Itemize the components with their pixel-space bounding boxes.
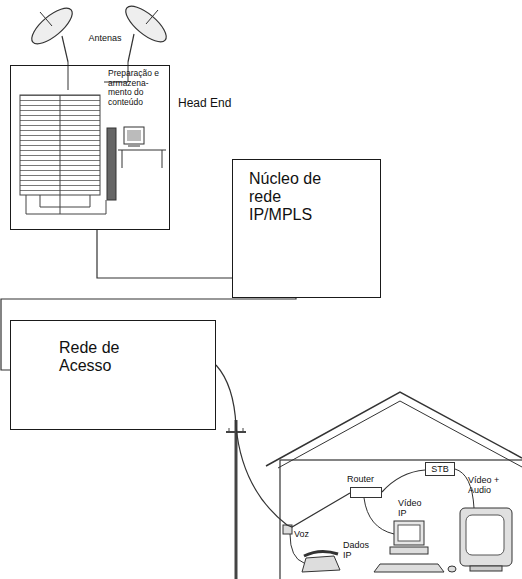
router-box: Router bbox=[350, 487, 382, 498]
utility-pole bbox=[235, 420, 238, 579]
connector bbox=[97, 230, 232, 278]
node-text: Rede de Acesso bbox=[59, 339, 139, 375]
server-rack bbox=[20, 95, 100, 195]
tv-stand bbox=[470, 566, 502, 571]
rack-cabling bbox=[26, 195, 106, 214]
wall-junction-box bbox=[283, 525, 292, 534]
node-heading: Head End bbox=[178, 97, 258, 110]
dish-stand bbox=[62, 36, 68, 62]
node-text: Núcleo de rede IP/MPLS bbox=[249, 170, 344, 224]
pc-case bbox=[390, 547, 428, 554]
house-roof bbox=[266, 392, 522, 466]
house-roof bbox=[278, 401, 522, 468]
edge-label: Vídeo IP bbox=[398, 499, 426, 519]
desk bbox=[118, 150, 166, 151]
monitor-screen bbox=[127, 130, 141, 141]
telephone bbox=[302, 556, 340, 572]
insulator bbox=[229, 428, 230, 432]
satellite-dish bbox=[120, 0, 171, 47]
stb-box: STB bbox=[425, 462, 455, 476]
signal-label: Vídeo + Audio bbox=[468, 476, 502, 496]
insulator bbox=[243, 428, 244, 432]
node-text: Preparação e armazena- mento do conteúdo bbox=[108, 69, 162, 107]
signal-label: Dados IP bbox=[343, 541, 373, 561]
desk-legs bbox=[122, 146, 162, 168]
connector bbox=[1, 298, 296, 370]
dish-feed bbox=[146, 10, 158, 24]
satellite-dish bbox=[26, 2, 77, 49]
dish-feed bbox=[40, 12, 52, 26]
tv-screen bbox=[466, 515, 504, 555]
head-end-box: Head EndPreparação e armazena- mento do … bbox=[10, 65, 170, 230]
connector bbox=[216, 365, 350, 527]
keyboard bbox=[374, 564, 444, 572]
network-core-box: Núcleo de rede IP/MPLS bbox=[232, 159, 381, 298]
monitor bbox=[124, 127, 144, 144]
pc-screen bbox=[398, 525, 420, 541]
node-heading: Router bbox=[347, 474, 391, 484]
data-cable bbox=[364, 498, 394, 534]
access-network-box: Rede de Acesso bbox=[10, 320, 216, 430]
mouse bbox=[448, 566, 456, 572]
connector bbox=[382, 470, 425, 492]
antenna-label: Antenas bbox=[83, 34, 127, 44]
server-tower bbox=[107, 128, 116, 200]
pc-monitor bbox=[394, 521, 424, 545]
telephone-handset bbox=[304, 551, 338, 556]
dish-stand bbox=[128, 34, 134, 62]
television bbox=[460, 508, 512, 566]
signal-label: Voz bbox=[294, 530, 318, 540]
rack-divider bbox=[60, 95, 61, 195]
house-wall bbox=[280, 460, 522, 579]
node-text: STB bbox=[426, 464, 454, 474]
